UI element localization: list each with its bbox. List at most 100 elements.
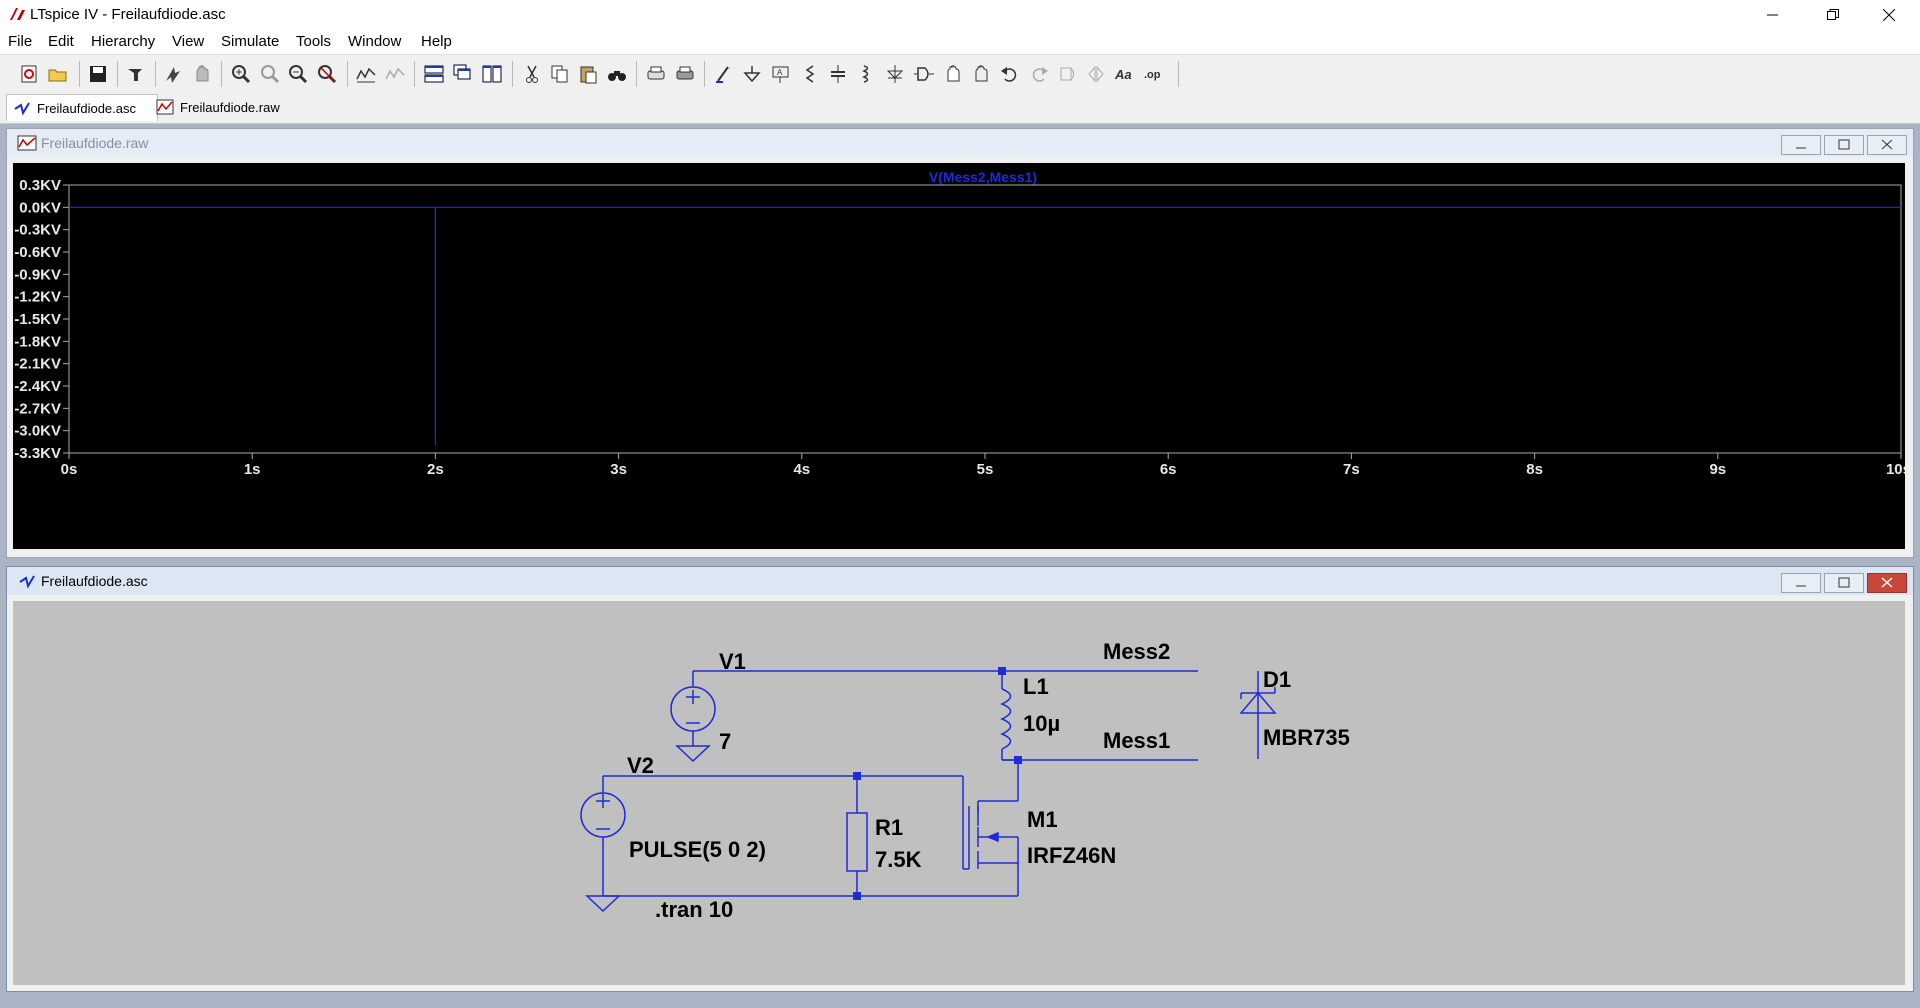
run-icon[interactable] (162, 63, 184, 85)
v1-name[interactable]: V1 (719, 649, 746, 674)
document-tab-bar: Freilaufdiode.asc Freilaufdiode.raw (0, 91, 1920, 124)
open-icon[interactable] (47, 63, 69, 85)
trace-line[interactable] (69, 206, 1901, 446)
child-close-button[interactable] (1867, 573, 1907, 593)
d1-symbol[interactable] (1239, 691, 1277, 714)
drag-icon[interactable] (970, 63, 992, 85)
mirror-icon[interactable] (1085, 63, 1107, 85)
menu-file[interactable]: File (8, 33, 33, 50)
save-icon[interactable] (87, 63, 109, 85)
tile-vertical-icon[interactable] (481, 63, 503, 85)
x-tick-label: 7s (1343, 461, 1360, 478)
wire-icon[interactable] (713, 63, 735, 85)
zoom-in-icon[interactable] (230, 63, 252, 85)
waveform-icon (156, 99, 174, 115)
resistor-icon[interactable] (799, 63, 821, 85)
ground-symbol[interactable] (585, 895, 621, 913)
restore-button[interactable] (1810, 0, 1856, 30)
new-schematic-icon[interactable] (19, 63, 41, 85)
x-tick-label: 3s (610, 461, 627, 478)
l1-symbol[interactable] (1000, 688, 1012, 750)
x-tick-label: 6s (1160, 461, 1177, 478)
plot-frame (68, 184, 1902, 454)
trace-label[interactable]: V(Mess2,Mess1) (929, 169, 1037, 185)
undo-icon[interactable] (999, 63, 1021, 85)
close-icon (1881, 139, 1893, 150)
cut-icon[interactable] (521, 63, 543, 85)
m1-arrow (985, 831, 999, 843)
print-preview-icon[interactable] (645, 63, 667, 85)
v2-name[interactable]: V2 (627, 753, 654, 778)
inductor-icon[interactable] (856, 63, 878, 85)
menu-window[interactable]: Window (348, 33, 402, 50)
rotate-icon[interactable] (1057, 63, 1079, 85)
v1-value[interactable]: 7 (719, 729, 731, 754)
l1-name[interactable]: L1 (1023, 674, 1049, 699)
net-label-mess1[interactable]: Mess1 (1103, 728, 1170, 753)
waveform-chart[interactable]: V(Mess2,Mess1) 0.3KV0.0KV-0.3KV-0.6KV-0.… (13, 163, 1911, 549)
zoom-fit-icon[interactable] (316, 63, 338, 85)
d1-name[interactable]: D1 (1263, 667, 1291, 692)
l1-value[interactable]: 10µ (1023, 711, 1060, 736)
r1-symbol[interactable] (846, 812, 868, 872)
menu-hierarchy[interactable]: Hierarchy (91, 33, 156, 50)
menu-bar: File Edit Hierarchy View Simulate Tools … (0, 30, 1920, 54)
m1-value[interactable]: IRFZ46N (1027, 843, 1116, 868)
schematic-window-titlebar[interactable]: Freilaufdiode.asc (7, 567, 1913, 595)
delete-trace-icon[interactable] (384, 63, 406, 85)
zoom-out-icon[interactable] (287, 63, 309, 85)
y-tick-label: -3.3KV (14, 445, 61, 462)
child-maximize-button[interactable] (1824, 135, 1864, 155)
x-tick-label: 2s (427, 461, 444, 478)
menu-simulate[interactable]: Simulate (221, 33, 280, 50)
d1-value[interactable]: MBR735 (1263, 725, 1350, 750)
minimize-button[interactable] (1750, 0, 1796, 30)
menu-help[interactable]: Help (421, 33, 452, 50)
paste-icon[interactable] (577, 63, 599, 85)
copy-icon[interactable] (549, 63, 571, 85)
ground-icon[interactable] (741, 63, 763, 85)
tab-label: Freilaufdiode.raw (180, 99, 280, 115)
net-label-mess2[interactable]: Mess2 (1103, 639, 1170, 664)
component-icon[interactable] (913, 63, 935, 85)
spice-directive-icon[interactable]: .op (1142, 63, 1164, 85)
y-tick-label: -0.3KV (14, 222, 61, 239)
control-panel-icon[interactable] (124, 63, 146, 85)
text-icon[interactable]: Aa (1114, 63, 1136, 85)
spice-directive[interactable]: .tran 10 (655, 897, 733, 922)
window-title: LTspice IV - Freilaufdiode.asc (30, 6, 226, 23)
zoom-box-icon[interactable] (259, 63, 281, 85)
close-icon (1881, 577, 1893, 588)
diode-icon[interactable] (884, 63, 906, 85)
m1-name[interactable]: M1 (1027, 807, 1058, 832)
redo-icon[interactable] (1028, 63, 1050, 85)
r1-name[interactable]: R1 (875, 815, 903, 840)
move-icon[interactable] (942, 63, 964, 85)
print-icon[interactable] (674, 63, 696, 85)
tab-waveform[interactable]: Freilaufdiode.raw (150, 94, 300, 120)
close-button[interactable] (1866, 0, 1912, 30)
find-icon[interactable] (606, 63, 628, 85)
child-minimize-button[interactable] (1781, 135, 1821, 155)
autorange-icon[interactable] (355, 63, 377, 85)
halt-icon[interactable] (191, 63, 213, 85)
tile-horizontal-icon[interactable] (423, 63, 445, 85)
tab-schematic[interactable]: Freilaufdiode.asc (6, 94, 158, 121)
v2-value[interactable]: PULSE(5 0 2) (629, 837, 766, 862)
child-minimize-button[interactable] (1781, 573, 1821, 593)
menu-edit[interactable]: Edit (48, 33, 74, 50)
label-net-icon[interactable]: A (770, 63, 792, 85)
schematic-icon (14, 102, 30, 116)
r1-value[interactable]: 7.5K (875, 847, 922, 872)
child-close-button[interactable] (1867, 135, 1907, 155)
ground-symbol[interactable] (675, 745, 711, 763)
cascade-icon[interactable] (452, 63, 474, 85)
capacitor-icon[interactable] (827, 63, 849, 85)
schematic-canvas[interactable]: V1 7 V2 PULSE(5 0 2) R1 7.5K L1 10µ M1 I… (13, 601, 1905, 985)
waveform-window-title: Freilaufdiode.raw (41, 135, 149, 151)
child-maximize-button[interactable] (1824, 573, 1864, 593)
menu-view[interactable]: View (172, 33, 205, 50)
menu-tools[interactable]: Tools (296, 33, 332, 50)
waveform-window-titlebar[interactable]: Freilaufdiode.raw (7, 129, 1913, 157)
